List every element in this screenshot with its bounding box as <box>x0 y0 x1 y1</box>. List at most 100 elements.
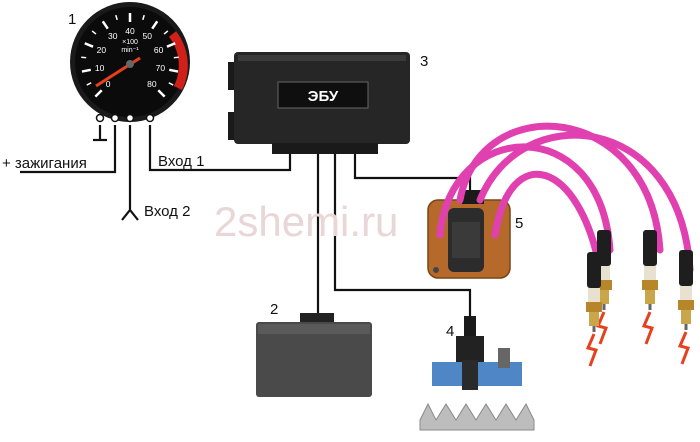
ecu-number: 3 <box>420 53 428 70</box>
spark-icon <box>641 311 654 345</box>
ecu-left-mount-top <box>228 62 236 90</box>
tachometer-tick-label: 70 <box>156 63 166 73</box>
spark-plug-part <box>642 280 658 290</box>
battery-number: 2 <box>270 301 278 318</box>
spark-plug-part <box>678 300 694 310</box>
label-input1: Вход 1 <box>158 153 204 170</box>
tachometer-tick-label: 20 <box>97 45 107 55</box>
sensor-tip <box>462 360 478 390</box>
tachometer-tick-label: 60 <box>154 45 164 55</box>
tachometer-tick <box>86 82 92 86</box>
wire-input2-fork-l <box>121 209 131 221</box>
high-voltage-wires <box>436 122 694 274</box>
spark-plug-part <box>587 252 601 288</box>
tachometer-tick <box>142 14 145 21</box>
tachometer-tick-label: 0 <box>106 79 111 89</box>
spark-plug-part <box>599 290 609 304</box>
tachometer-ticks <box>81 13 179 98</box>
spark-plug-part <box>681 310 691 324</box>
tachometer-tick <box>168 68 179 73</box>
battery-body <box>256 322 372 397</box>
signal-wires <box>20 125 472 318</box>
tachometer-tick <box>81 68 92 73</box>
sensor-number: 4 <box>446 323 454 340</box>
spark-plug-part <box>586 302 602 312</box>
hv-wire-3 <box>491 170 604 274</box>
tachometer-tick <box>151 20 159 30</box>
tachometer-tick-label: 80 <box>147 79 157 89</box>
wire-input2-fork-r <box>129 209 139 221</box>
ecu-top-edge <box>238 55 406 61</box>
spark-plug-part <box>588 288 600 302</box>
battery-connector <box>300 313 334 323</box>
spark-plug-part <box>643 230 657 266</box>
battery-top <box>258 324 370 334</box>
sensor-plug <box>464 316 476 338</box>
tachometer-redline <box>168 31 188 90</box>
trigger-wheel <box>419 402 535 431</box>
coil-number: 5 <box>515 215 523 232</box>
hv-wire-2 <box>456 122 664 254</box>
tachometer-terminal-ground <box>95 113 105 123</box>
watermark: 2shemi.ru <box>214 198 398 245</box>
spark-icon <box>595 311 608 345</box>
label-ignition: + зажигания <box>2 155 87 172</box>
wire-input1 <box>148 125 292 172</box>
wire-ecu-sensor <box>333 150 472 318</box>
tachometer-tick-label: 40 <box>125 26 135 36</box>
tachometer-tick-label: 30 <box>108 31 118 41</box>
spark-plug-part <box>602 304 606 310</box>
ecu-label-plate <box>277 81 369 109</box>
wire-ecu-coil <box>353 150 472 195</box>
spark-plug <box>677 250 694 365</box>
spark-plug-part <box>644 266 656 280</box>
hv-wire-4 <box>476 131 694 274</box>
wire-ignition <box>20 125 117 174</box>
tachometer-terminal-ignition <box>110 113 120 123</box>
spark-icon <box>677 331 690 365</box>
tachometer-tick <box>101 20 109 30</box>
spark-plug-part <box>645 290 655 304</box>
spark-plug-part <box>592 326 596 332</box>
spark-plug-part <box>680 286 692 300</box>
ecu-label: ЭБУ <box>308 88 339 105</box>
tachometer-tick <box>166 42 176 48</box>
tachometer-unit-top: ×100 <box>122 39 138 46</box>
tachometer-terminal-input1 <box>145 113 155 123</box>
spark-plug-part <box>589 312 599 326</box>
hall-sensor: 4 <box>419 316 535 431</box>
label-input2: Вход 2 <box>144 203 190 220</box>
battery-module: 2 <box>256 301 372 397</box>
tachometer-hub <box>126 60 134 68</box>
coil-winding <box>452 222 480 258</box>
sensor-bolt <box>498 348 510 368</box>
spark-plugs <box>585 230 694 367</box>
spark-icon <box>585 333 598 367</box>
spark-plug-part <box>596 280 612 290</box>
spark-plug <box>641 230 658 345</box>
tachometer-number: 1 <box>68 11 76 28</box>
tachometer-tick <box>163 30 169 35</box>
spark-plug-part <box>684 324 688 330</box>
tachometer-tick <box>168 82 174 86</box>
tachometer-unit-bottom: min⁻¹ <box>121 47 139 54</box>
spark-plug-part <box>648 304 652 310</box>
ignition-coil: 5 <box>427 190 523 279</box>
tachometer-terminal-input2 <box>125 113 135 123</box>
tachometer-tick <box>84 42 94 48</box>
ecu-unit: 3 ЭБУ <box>228 52 428 154</box>
spark-plug-part <box>679 250 693 286</box>
tachometer-tick <box>115 14 118 21</box>
tachometer-tick-label: 50 <box>142 31 152 41</box>
tachometer-tick-label: 10 <box>95 63 105 73</box>
coil-mount-hole-bl <box>433 267 439 273</box>
tachometer-tick <box>91 30 97 35</box>
tachometer-tick <box>157 89 166 98</box>
tachometer-tick <box>94 89 103 98</box>
ecu-left-mount-bottom <box>228 112 236 140</box>
ecu-connector <box>272 143 378 154</box>
spark-plug <box>585 252 602 367</box>
